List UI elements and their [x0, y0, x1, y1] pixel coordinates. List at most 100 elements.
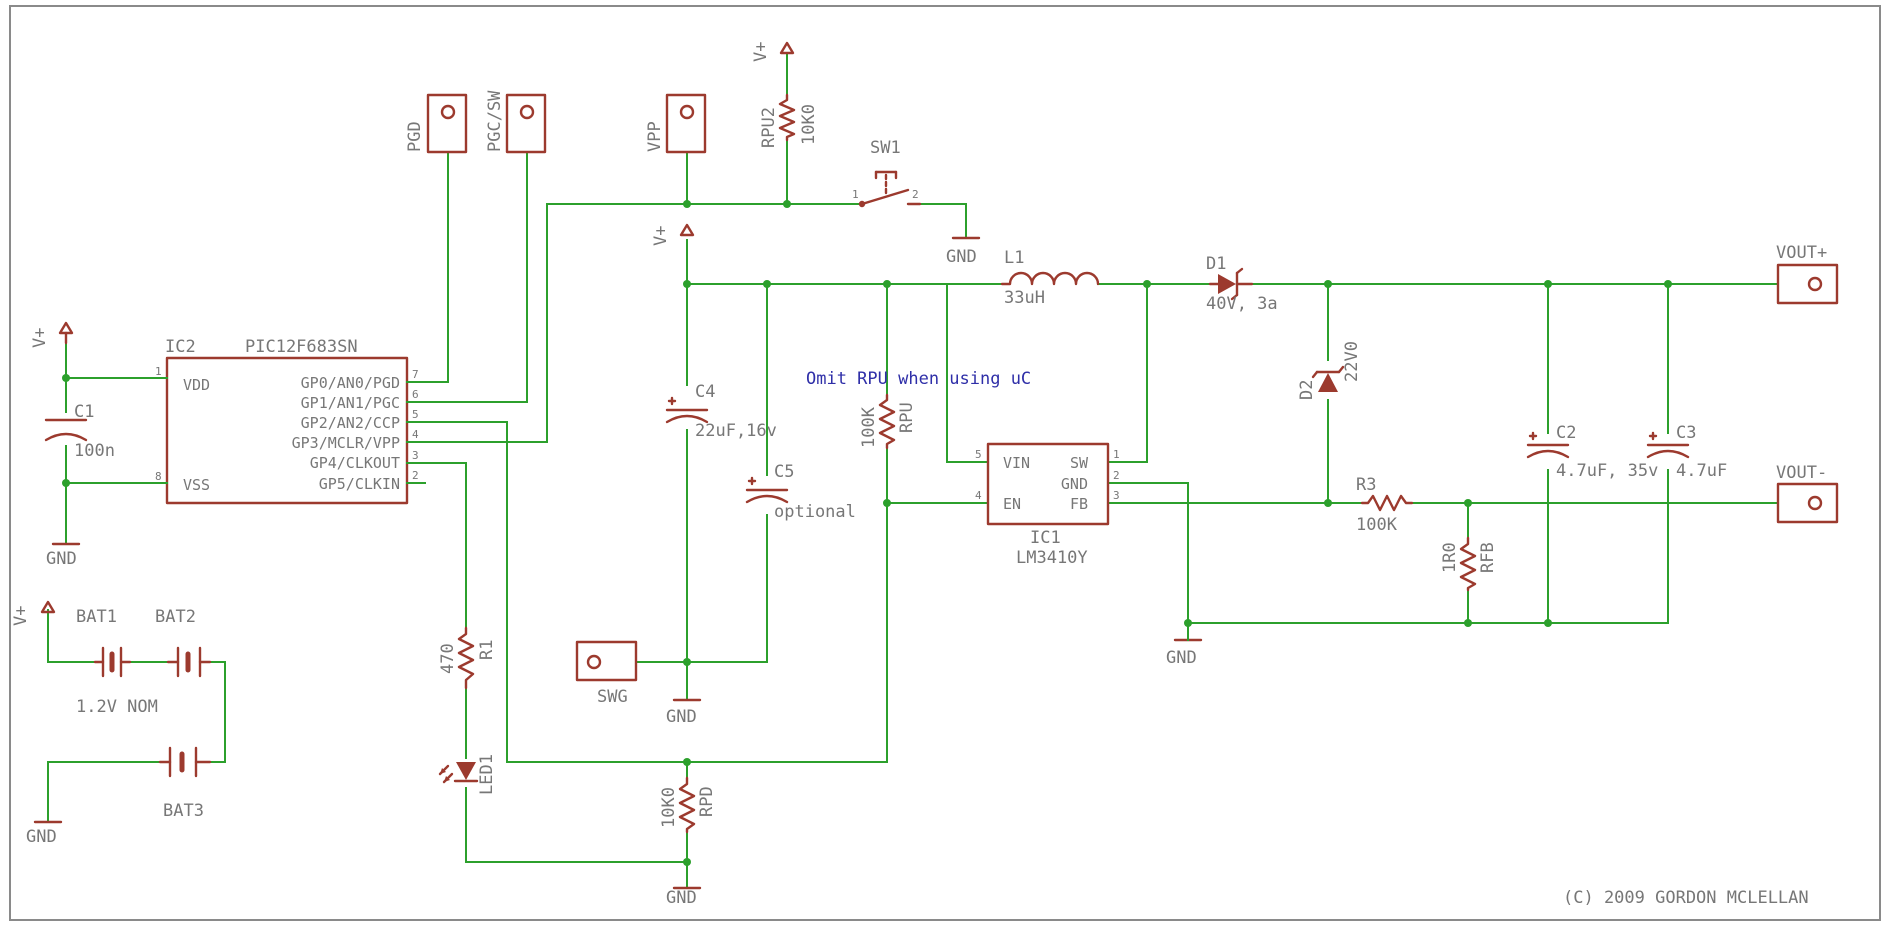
pad-pgcsw: PGC/SW — [485, 90, 547, 154]
ic2-pinnum-8: 8 — [155, 470, 162, 483]
c5-label: C5 — [774, 462, 794, 482]
c2-label: C2 — [1556, 423, 1576, 443]
vplus-label-1: V+ — [30, 328, 50, 348]
rfb-label: RFB — [1478, 542, 1498, 573]
d2-value: 22V0 — [1342, 341, 1362, 382]
rpd-label: RPD — [697, 786, 717, 817]
gnd-symbol-2: GND — [946, 236, 981, 267]
ic2-pinnum-2: 2 — [412, 469, 419, 482]
ic2-pin-gp4: GP4/CLKOUT — [310, 454, 400, 472]
vplus-symbol-4: V+ — [11, 600, 56, 626]
capacitor-c4: C4 22uF,16v — [665, 382, 777, 441]
pad-pgcsw-label: PGC/SW — [485, 90, 505, 152]
ic1-pin-vin: VIN — [1003, 454, 1030, 472]
ic1-pin-sw: SW — [1070, 454, 1089, 472]
r1-value: 470 — [438, 643, 458, 674]
ic2-pin-gp2: GP2/AN2/CCP — [301, 414, 400, 432]
ic1-name: IC1 — [1030, 528, 1061, 548]
c3-value: 4.7uF — [1676, 461, 1727, 481]
bat1-label: BAT1 — [76, 607, 117, 627]
ic2-value: PIC12F683SN — [245, 337, 358, 357]
ic2-pinnum-7: 7 — [412, 368, 419, 381]
bat1-value: 1.2V NOM — [76, 697, 158, 717]
rpd-value: 10K0 — [659, 787, 679, 828]
c1-value: 100n — [74, 441, 115, 461]
d1-label: D1 — [1206, 254, 1226, 274]
pad-vout-plus: VOUT+ — [1776, 243, 1839, 305]
c2-value: 4.7uF, 35v — [1556, 461, 1658, 481]
ic1-pinnum-4: 4 — [975, 489, 982, 502]
diode-d1: D1 40V, 3a — [1206, 254, 1278, 314]
gnd-label-3: GND — [666, 707, 697, 727]
capacitor-c2: C2 4.7uF, 35v — [1526, 423, 1658, 481]
pad-vout-plus-label: VOUT+ — [1776, 243, 1827, 263]
zener-d2: D2 22V0 — [1297, 341, 1362, 400]
r1-label: R1 — [477, 640, 497, 660]
capacitor-c5: C5 optional — [745, 462, 856, 522]
rpu2-value: 10K0 — [799, 104, 819, 145]
gnd-symbol-4: GND — [666, 886, 702, 908]
c4-label: C4 — [695, 382, 715, 402]
sw1-pinnum-1: 1 — [852, 188, 859, 201]
gnd-label-2: GND — [946, 247, 977, 267]
rfb-value: 1R0 — [1440, 542, 1460, 573]
resistor-rpu: RPU 100K — [859, 393, 917, 450]
bat2-label: BAT2 — [155, 607, 196, 627]
inductor-l1: L1 33uH — [1000, 248, 1100, 308]
vplus-symbol-2: V+ — [751, 42, 795, 62]
vplus-label-3: V+ — [651, 226, 671, 246]
l1-value: 33uH — [1004, 288, 1045, 308]
resistor-r3: R3 100K — [1356, 475, 1414, 535]
led1-label: LED1 — [477, 754, 497, 795]
d1-value: 40V, 3a — [1206, 294, 1278, 314]
led-led1: LED1 — [438, 754, 497, 795]
ic1-pinnum-5: 5 — [975, 448, 982, 461]
vplus-symbol-3: V+ — [651, 223, 695, 246]
bat3-label: BAT3 — [163, 801, 204, 821]
ic2-pinnum-4: 4 — [412, 428, 419, 441]
ic1-value: LM3410Y — [1016, 548, 1088, 568]
l1-label: L1 — [1004, 248, 1024, 268]
junction-dots — [62, 200, 1672, 866]
gnd-symbol-1: GND — [46, 542, 81, 569]
pad-vout-minus: VOUT- — [1776, 463, 1839, 524]
ic2-pin-vdd: VDD — [183, 376, 210, 394]
rpu-value: 100K — [859, 406, 879, 448]
vplus-label-2: V+ — [751, 42, 771, 62]
ic1-lm3410y: VIN EN SW GND FB 5 4 1 2 3 IC1 LM3410Y — [975, 442, 1120, 568]
pad-pgd-label: PGD — [405, 121, 425, 152]
resistor-rpd: RPD 10K0 — [659, 776, 717, 834]
capacitor-c3: C3 4.7uF — [1646, 423, 1727, 481]
ic2-pic12f683: IC2 PIC12F683SN VDD VSS GP0/AN0/PGD GP1/… — [144, 337, 426, 505]
sheet-frame — [9, 5, 1881, 921]
pad-vout-minus-label: VOUT- — [1776, 463, 1827, 483]
battery-bat2: BAT2 — [155, 607, 212, 678]
pad-swg-label: SWG — [597, 687, 628, 707]
ic1-pinnum-1: 1 — [1113, 448, 1120, 461]
ic2-pin-gp1: GP1/AN1/PGC — [301, 394, 400, 412]
gnd-label-6: GND — [26, 827, 57, 847]
c4-value: 22uF,16v — [695, 421, 777, 441]
ic1-pin-gnd: GND — [1061, 475, 1088, 493]
r3-label: R3 — [1356, 475, 1376, 495]
resistor-rfb: RFB 1R0 — [1440, 536, 1498, 592]
gnd-label-1: GND — [46, 549, 77, 569]
ic2-pin-vss: VSS — [183, 476, 210, 494]
gnd-label-4: GND — [666, 888, 697, 908]
ic1-pin-en: EN — [1003, 495, 1021, 513]
sw1-label: SW1 — [870, 138, 901, 158]
c1-label: C1 — [74, 402, 94, 422]
ic2-name: IC2 — [165, 337, 196, 357]
battery-bat3: BAT3 — [158, 746, 212, 821]
c5-value: optional — [774, 502, 856, 522]
ic1-pin-fb: FB — [1070, 495, 1088, 513]
ic2-pinnum-1: 1 — [155, 365, 162, 378]
sw1-pinnum-2: 2 — [912, 188, 919, 201]
vplus-symbol-1: V+ — [30, 321, 74, 348]
r3-value: 100K — [1356, 515, 1398, 535]
switch-sw1: SW1 1 2 — [852, 138, 922, 208]
battery-bat1: BAT1 1.2V NOM — [76, 607, 158, 717]
ic2-pin-gp0: GP0/AN0/PGD — [301, 374, 400, 392]
